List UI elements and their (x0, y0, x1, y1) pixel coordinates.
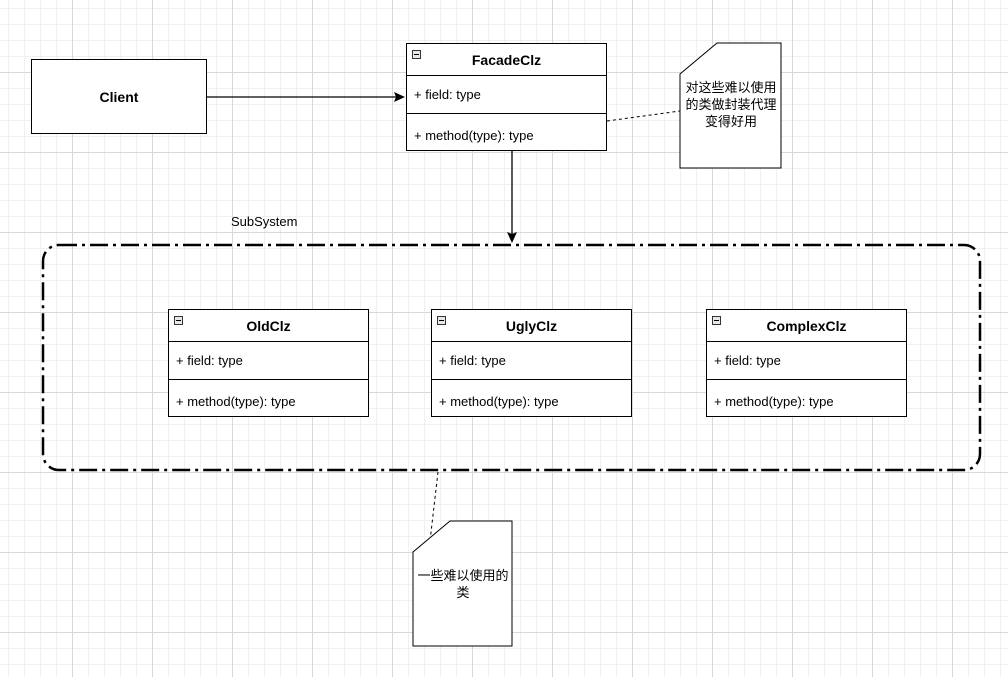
client-to-facade-arrowhead (394, 92, 405, 102)
complex-clz-method: + method(type): type (714, 393, 834, 409)
old-clz-methods[interactable]: + method(type): type (169, 380, 368, 414)
client-label: Client (99, 88, 139, 105)
ugly-clz-method: + method(type): type (439, 393, 559, 409)
client-box[interactable]: Client (31, 59, 207, 134)
complex-clz-name: ComplexClz (766, 317, 847, 334)
facade-class[interactable]: FacadeClz + field: type + method(type): … (406, 43, 607, 151)
facade-fields[interactable]: + field: type (407, 76, 606, 114)
old-clz-field: + field: type (176, 353, 243, 368)
note-facade-anchor (606, 110, 681, 122)
facade-class-name: FacadeClz (471, 51, 542, 68)
complex-clz-field: + field: type (714, 353, 781, 368)
old-clz-fields[interactable]: + field: type (169, 342, 368, 380)
note-facade-text: 对这些难以使用的类做封装代理变得好用 (685, 80, 777, 129)
note-subsystem-anchor (429, 471, 439, 542)
complex-clz-header[interactable]: ComplexClz (707, 310, 906, 342)
subsystem-container[interactable] (41, 243, 982, 472)
complex-clz-fields[interactable]: + field: type (707, 342, 906, 380)
ugly-clz-field: + field: type (439, 353, 506, 368)
complex-clz-methods[interactable]: + method(type): type (707, 380, 906, 414)
ugly-clz-fields[interactable]: + field: type (432, 342, 631, 380)
complex-clz-class[interactable]: ComplexClz + field: type + method(type):… (706, 309, 907, 417)
collapse-icon[interactable] (712, 316, 721, 325)
note-subsystem-shape[interactable] (412, 520, 513, 647)
facade-field: + field: type (414, 87, 481, 102)
old-clz-header[interactable]: OldClz (169, 310, 368, 342)
old-clz-name: OldClz (246, 317, 291, 334)
ugly-clz-methods[interactable]: + method(type): type (432, 380, 631, 414)
facade-method: + method(type): type (414, 127, 534, 143)
collapse-icon[interactable] (174, 316, 183, 325)
note-facade-shape[interactable] (679, 42, 782, 169)
ugly-clz-header[interactable]: UglyClz (432, 310, 631, 342)
subsystem-label: SubSystem (231, 214, 298, 229)
facade-methods[interactable]: + method(type): type (407, 114, 606, 148)
facade-class-header[interactable]: FacadeClz (407, 44, 606, 76)
old-clz-method: + method(type): type (176, 393, 296, 409)
collapse-icon[interactable] (412, 50, 421, 59)
facade-to-subsystem-arrowhead (507, 232, 517, 243)
ugly-clz-class[interactable]: UglyClz + field: type + method(type): ty… (431, 309, 632, 417)
old-clz-class[interactable]: OldClz + field: type + method(type): typ… (168, 309, 369, 417)
collapse-icon[interactable] (437, 316, 446, 325)
note-subsystem-text: 一些难以使用的类 (417, 568, 509, 600)
ugly-clz-name: UglyClz (505, 317, 558, 334)
